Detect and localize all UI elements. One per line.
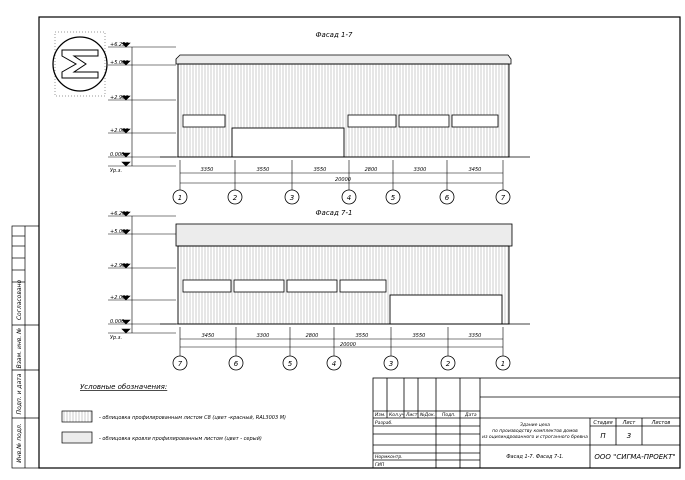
legend-title: Условные обозначения: xyxy=(80,383,167,391)
axis-label: 6 xyxy=(234,360,239,368)
facade-1-dim: 3300 xyxy=(414,167,427,173)
facade-2-level: Ур.з. xyxy=(110,335,122,341)
facade-1-dim: 3350 xyxy=(201,167,214,173)
tb-col: Лист xyxy=(405,412,418,418)
facade-1-building xyxy=(160,54,530,158)
facade-2-dim: 3550 xyxy=(413,333,426,339)
axis-label: 4 xyxy=(347,194,351,202)
facade-1-total: 20000 xyxy=(335,177,351,183)
facade-1-level: +5.000 xyxy=(110,60,129,66)
facade-1-level: +2.000 xyxy=(110,128,129,134)
tb-col: Дата xyxy=(464,412,477,418)
facade-1-dim: 3450 xyxy=(469,167,482,173)
legend-swatch-wall xyxy=(61,410,93,423)
legend-swatch-roof xyxy=(61,431,93,444)
tb-project-line: Здание цеха xyxy=(520,422,550,428)
axis-label: 3 xyxy=(290,194,294,202)
facade-2-dim: 3350 xyxy=(469,333,482,339)
axis-label: 4 xyxy=(332,360,336,368)
side-stamp-sign-date: Подп. и дата xyxy=(16,373,23,414)
facade-1-dim: 2800 xyxy=(365,167,378,173)
side-stamp-inventory: Инв.№ подл. xyxy=(16,423,23,463)
facade-2-dim: 3550 xyxy=(356,333,369,339)
facade-2-level: 0.000 xyxy=(110,319,124,325)
facade-1-dim: 3550 xyxy=(257,167,270,173)
tb-stage-label: Стадия xyxy=(593,420,612,426)
tb-gip: ГИП xyxy=(375,462,385,468)
axis-label: 6 xyxy=(445,194,450,202)
facade-2-total: 20000 xyxy=(340,342,356,348)
tb-col: №Док. xyxy=(419,412,435,418)
tb-col: Кол.уч xyxy=(389,412,405,418)
facade-1-axes xyxy=(172,189,511,205)
facade-2-title: Фасад 7-1 xyxy=(316,209,353,217)
tb-developer: Разраб. xyxy=(375,420,393,426)
title-block xyxy=(372,377,681,469)
tb-col: Подп. xyxy=(442,412,456,418)
axis-label: 1 xyxy=(178,194,182,202)
facade-2-level: +2.000 xyxy=(110,295,129,301)
facade-2-level: +5.000 xyxy=(110,229,129,235)
facade-2-dim: 3450 xyxy=(202,333,215,339)
facade-1-level: +2.900 xyxy=(110,95,129,101)
facade-1-title: Фасад 1-7 xyxy=(316,31,353,39)
facade-1-level-marks xyxy=(108,42,176,167)
tb-company: ООО "СИГМА-ПРОЕКТ" xyxy=(594,453,675,461)
tb-project-line: по производству комплектов домов xyxy=(492,429,578,434)
facade-1-level: Ур.з. xyxy=(110,168,122,174)
facade-2-axes xyxy=(172,355,511,371)
tb-project-line: из оцилиндрованного и строганного бревна xyxy=(482,434,588,440)
sigma-logo-icon xyxy=(52,31,108,97)
axis-label: 1 xyxy=(501,360,505,368)
side-stamp-replace: Взам. инв. № xyxy=(16,328,23,369)
tb-stage: П xyxy=(600,432,606,440)
side-stamp xyxy=(11,225,40,469)
facade-1-level: +6.250 xyxy=(110,42,129,48)
axis-label: 5 xyxy=(391,194,396,202)
facade-1-dim: 3550 xyxy=(314,167,327,173)
legend-item: - облицовка профилированным листом С8 (ц… xyxy=(99,415,286,421)
facade-1-dimensions xyxy=(179,160,504,190)
tb-sheet-label: Лист xyxy=(622,420,637,426)
facade-2-building xyxy=(160,223,530,325)
axis-label: 7 xyxy=(178,360,183,368)
tb-col: Изм. xyxy=(375,412,386,418)
facade-1-level: 0.000 xyxy=(110,152,124,158)
facade-2-level: +6.200 xyxy=(110,211,129,217)
tb-sheet: 3 xyxy=(627,432,631,440)
facade-2-dimensions xyxy=(179,327,504,356)
axis-label: 5 xyxy=(288,360,293,368)
axis-label: 2 xyxy=(233,194,238,202)
axis-label: 7 xyxy=(501,194,506,202)
axis-label: 2 xyxy=(446,360,451,368)
tb-sheets-label: Листов xyxy=(651,420,671,426)
axis-label: 3 xyxy=(389,360,393,368)
facade-2-level: +2.900 xyxy=(110,263,129,269)
facade-2-dim: 3300 xyxy=(257,333,270,339)
side-stamp-agreed: Согласовано xyxy=(16,280,23,321)
legend-item: - облицовка кровли профилированным листо… xyxy=(99,436,262,442)
facade-2-dim: 2800 xyxy=(306,333,319,339)
tb-drawing-name: Фасад 1-7. Фасад 7-1. xyxy=(506,454,564,460)
tb-norm-control: Нормконтр. xyxy=(375,454,403,460)
